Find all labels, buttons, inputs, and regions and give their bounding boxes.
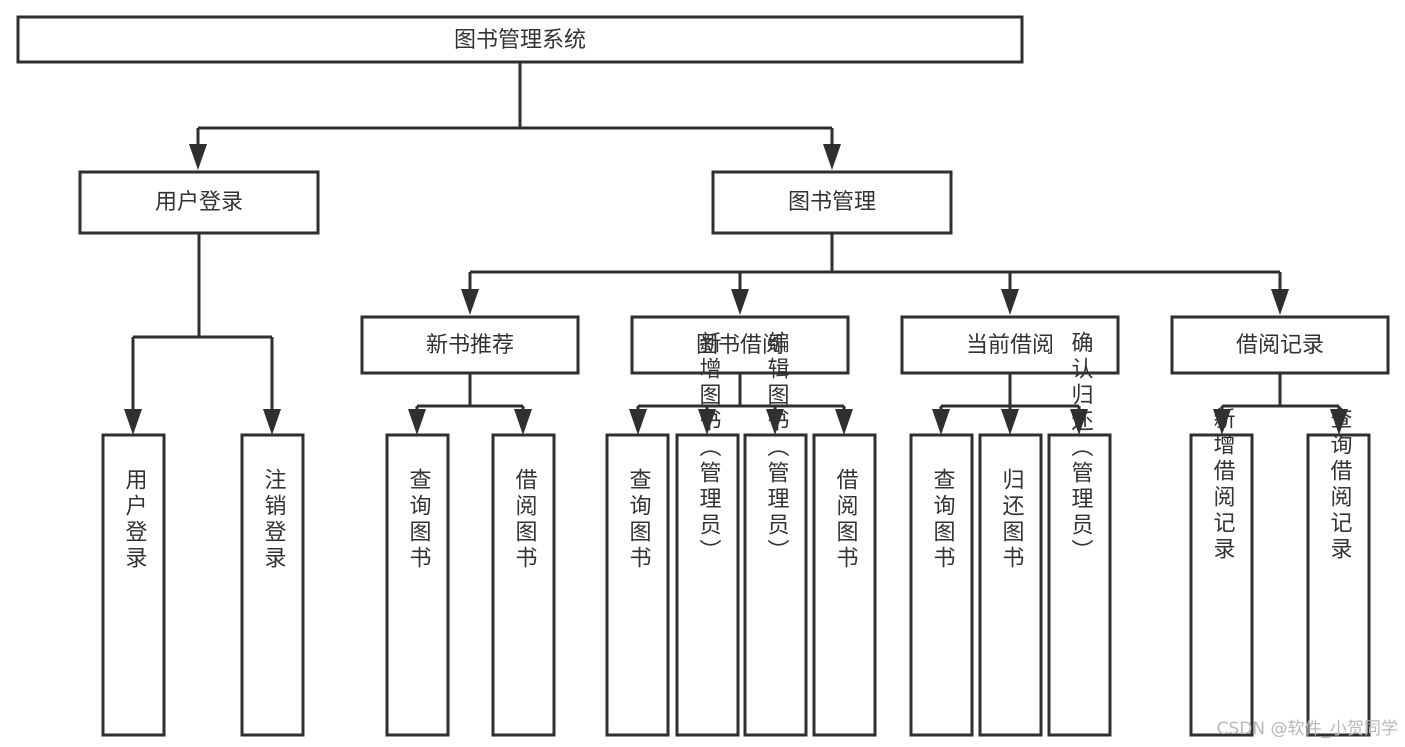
leaf-current-borrow-query-label: 查询图书 [930, 468, 956, 572]
connector-group-book-borrow-to-leaves [629, 373, 853, 435]
node-book-management[interactable]: 图书管理 [711, 170, 953, 235]
leaf-borrow-record-query-label: 查询借阅记录 [1327, 407, 1353, 563]
leaf-book-borrow-edit[interactable]: 编辑图书（管理员） [743, 331, 808, 737]
node-user-login[interactable]: 用户登录 [78, 170, 320, 235]
leaf-current-borrow-query-box[interactable] [909, 433, 974, 737]
arrow-ul-leaf-2-icon [263, 409, 281, 435]
node-current-borrow[interactable]: 当前借阅 [900, 315, 1120, 375]
arrow-bb-leaf-4-icon [835, 409, 853, 435]
leaf-book-borrow-query[interactable]: 查询图书 [605, 433, 670, 737]
leaf-user-login-signin-box[interactable] [101, 433, 166, 737]
leaf-new-book-query-label: 查询图书 [406, 468, 432, 572]
node-user-login-box[interactable] [78, 170, 320, 235]
leaf-new-book-query-box[interactable] [385, 433, 450, 737]
node-book-borrow-label: 图书借阅 [696, 333, 784, 358]
leaf-borrow-record-add-box[interactable] [1189, 433, 1254, 737]
connector-group-root-to-level2 [189, 62, 841, 170]
node-book-management-box[interactable] [711, 170, 953, 235]
node-book-borrow[interactable]: 图书借阅 [630, 315, 850, 375]
leaf-book-borrow-query-box[interactable] [605, 433, 670, 737]
leaf-borrow-record-add-label: 新增借阅记录 [1210, 407, 1236, 563]
connector-group-current-borrow-to-leaves [932, 373, 1088, 435]
arrow-nb-leaf-2-icon [514, 409, 532, 435]
arrow-cb-leaf-2-icon [1001, 409, 1019, 435]
arrow-root-to-book-manage-icon [823, 144, 841, 170]
leaf-current-borrow-confirm-box[interactable] [1047, 433, 1112, 737]
arrow-cb-leaf-1-icon [932, 409, 950, 435]
leaf-book-borrow-edit-box[interactable] [743, 433, 808, 737]
leaf-new-book-borrow[interactable]: 借阅图书 [491, 433, 556, 737]
leaf-user-login-signout-box[interactable] [240, 433, 305, 737]
node-book-management-label: 图书管理 [788, 190, 876, 215]
node-borrow-record[interactable]: 借阅记录 [1170, 315, 1390, 375]
leaf-book-borrow-add-label: 新增图书（管理员） [696, 331, 722, 565]
leaf-current-borrow-query[interactable]: 查询图书 [909, 433, 974, 737]
arrow-bb-leaf-1-icon [629, 409, 647, 435]
arrow-nb-leaf-1-icon [408, 409, 426, 435]
node-root-system-label: 图书管理系统 [454, 28, 586, 53]
node-new-book-recommend-label: 新书推荐 [426, 333, 514, 358]
leaf-user-login-signin-label: 用户登录 [122, 468, 148, 572]
leaf-user-login-signout-label: 注销登录 [261, 468, 287, 572]
node-root-system[interactable]: 图书管理系统 [16, 15, 1024, 64]
leaf-new-book-borrow-label: 借阅图书 [512, 468, 538, 572]
node-new-book-recommend-box[interactable] [360, 315, 580, 375]
node-book-borrow-box[interactable] [630, 315, 850, 375]
leaf-book-borrow-edit-label: 编辑图书（管理员） [764, 331, 790, 565]
node-current-borrow-box[interactable] [900, 315, 1120, 375]
leaf-user-login-signin[interactable]: 用户登录 [101, 433, 166, 737]
node-borrow-record-label: 借阅记录 [1236, 333, 1324, 358]
node-root-system-box[interactable] [16, 15, 1024, 64]
leaf-current-borrow-return-label: 归还图书 [999, 468, 1025, 572]
connector-group-user-login-to-leaves [124, 233, 281, 435]
leaf-user-login-signout[interactable]: 注销登录 [240, 433, 305, 737]
node-user-login-label: 用户登录 [155, 190, 243, 215]
leaf-new-book-query[interactable]: 查询图书 [385, 433, 450, 737]
leaf-current-borrow-return-box[interactable] [978, 433, 1043, 737]
leaf-book-borrow-lend-box[interactable] [812, 433, 877, 737]
leaf-current-borrow-confirm-label: 确认归还（管理员） [1068, 331, 1094, 565]
leaf-borrow-record-query-box[interactable] [1306, 433, 1371, 737]
leaf-current-borrow-return[interactable]: 归还图书 [978, 433, 1043, 737]
arrow-bm-to-current-borrow-icon [1001, 289, 1019, 315]
leaf-borrow-record-query[interactable]: 查询借阅记录 [1306, 407, 1371, 737]
arrow-root-to-user-login-icon [189, 144, 207, 170]
node-new-book-recommend[interactable]: 新书推荐 [360, 315, 580, 375]
connector-group-borrow-record-to-leaves [1213, 373, 1348, 435]
arrow-bm-to-borrow-record-icon [1271, 289, 1289, 315]
leaf-new-book-borrow-box[interactable] [491, 433, 556, 737]
leaf-book-borrow-lend[interactable]: 借阅图书 [812, 433, 877, 737]
node-current-borrow-label: 当前借阅 [966, 333, 1054, 358]
connector-group-book-manage-to-level3 [461, 233, 1289, 315]
arrow-bm-to-book-borrow-icon [731, 289, 749, 315]
csdn-watermark: CSDN @软件_小贺同学 [1217, 719, 1398, 739]
leaf-book-borrow-query-label: 查询图书 [626, 468, 652, 572]
arrow-bm-to-new-book-icon [461, 289, 479, 315]
node-borrow-record-box[interactable] [1170, 315, 1390, 375]
leaf-borrow-record-add[interactable]: 新增借阅记录 [1189, 407, 1254, 737]
arrow-ul-leaf-1-icon [124, 409, 142, 435]
leaf-book-borrow-add[interactable]: 新增图书（管理员） [675, 331, 740, 737]
connector-group-new-book-to-leaves [408, 373, 532, 435]
leaf-current-borrow-confirm[interactable]: 确认归还（管理员） [1047, 331, 1112, 737]
leaf-book-borrow-add-box[interactable] [675, 433, 740, 737]
leaf-book-borrow-lend-label: 借阅图书 [833, 468, 859, 572]
